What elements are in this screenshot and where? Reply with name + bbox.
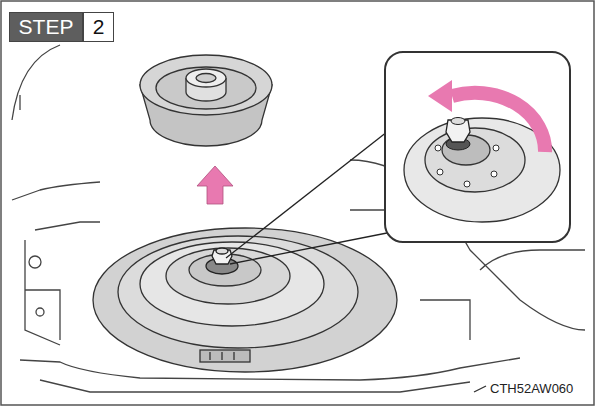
trunk-outline [12, 45, 585, 392]
figure-code: CTH52AW060 [490, 381, 573, 396]
detail-inset [385, 52, 570, 242]
tire-cover [140, 55, 272, 146]
code-mark [474, 386, 486, 392]
step-number-box: 2 [83, 12, 114, 42]
node-text: 2 [93, 15, 105, 38]
node-text: STEP [19, 15, 74, 38]
lift-arrow [197, 166, 233, 204]
spare-tire [93, 228, 397, 372]
step-label-box: STEP [9, 12, 83, 42]
leader-line [226, 128, 392, 264]
